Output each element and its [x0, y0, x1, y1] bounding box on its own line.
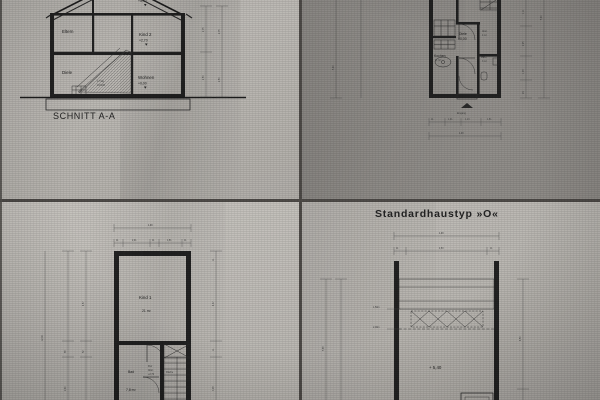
room-label-diele: Diele	[62, 70, 73, 75]
dim-roof-t1: 11	[396, 248, 399, 250]
dim-og-r1: 11	[213, 258, 215, 261]
room-area-wc: 3 m²	[482, 60, 487, 63]
panel-erdgeschoss: Eingang Kochen 11 m² Diele +0,00 Abst. 4…	[301, 0, 600, 200]
dim-roof-t3: 11	[490, 248, 493, 250]
dim-og-r4: 3,38	[213, 386, 215, 391]
room-area-kind1: 21 m²	[142, 309, 152, 313]
collage-edge-left	[0, 0, 2, 400]
room-label-abst-eg: Abst.	[482, 30, 488, 33]
dim-og-r3: 11	[213, 348, 215, 351]
dim-og-l-total: 12,00	[42, 335, 44, 341]
dim-section-r4: 2,50	[219, 77, 221, 82]
panel-upper-floor: Kind 1 21 m² Bad 7,8 m² Flur Abst. +2,70…	[0, 201, 300, 400]
room-label-diele-eg: Diele	[459, 32, 467, 36]
collage-seam-horizontal	[0, 199, 600, 202]
room-label-wc: WC	[481, 55, 487, 59]
dim-eg-left: 5,40	[333, 65, 335, 70]
panel-roof-plan: 1,50m 2,00m + 5,40 4,98 11 4,50 11	[301, 201, 600, 400]
caption-schnitt-a-a: SCHNITT A-A	[53, 111, 116, 121]
dim-og-t1: 11	[116, 240, 119, 242]
section-drawing: 17 Stg. 16,5/28 Eltern Diele Kind 2 +2,7…	[20, 0, 246, 111]
dim-roof-total-w: 4,98	[439, 233, 444, 235]
room-level-diele-eg: +0,00	[458, 37, 467, 41]
room-label-bad: Bad	[128, 370, 134, 374]
roof-height-1: 1,50m	[373, 306, 380, 309]
dim-og-r2: 4,37	[213, 301, 215, 306]
dim-eg-r3: 1,38	[523, 69, 525, 74]
drawing-title: Standardhaustyp »O«	[375, 208, 499, 220]
room-label-flur: Flur	[148, 365, 152, 368]
dim-eg-r1: 1,11	[523, 9, 525, 14]
room-label-kind1: Kind 1	[139, 295, 152, 300]
dim-og-t2: 2,01	[132, 240, 137, 242]
stair-flaeche-label: Fläche	[166, 371, 174, 374]
ground-floor-plan: Eingang Kochen 11 m² Diele +0,00 Abst. 4…	[330, 0, 550, 140]
dim-eg-b1: 11	[431, 119, 434, 121]
dim-og-t3: 11	[152, 240, 155, 242]
room-label-kind2: Kind 2	[139, 32, 152, 37]
panel-section-a-a: 17 Stg. 16,5/28 Eltern Diele Kind 2 +2,7…	[0, 0, 300, 200]
room-label-abst-og: Abst.	[148, 369, 154, 372]
roof-plan-drawing: 1,50m 2,00m + 5,40 4,98 11 4,50 11	[320, 232, 529, 400]
dim-roof-left: 5,88	[323, 346, 325, 351]
dim-roof-t2: 4,50	[439, 248, 444, 250]
dim-og-t4: 1,51	[167, 240, 172, 242]
dim-section-r1: 2,75	[203, 27, 205, 32]
dim-eg-b4: 1,51	[487, 119, 492, 121]
room-area-abst-eg: 4 m²	[482, 34, 487, 37]
dim-og-l4: 2,40	[65, 386, 67, 391]
dim-roof-r1: 4,50	[520, 336, 522, 341]
dim-section-r3: 2,75	[219, 29, 221, 34]
dim-og-t5: 11	[184, 240, 187, 242]
dim-eg-b2: 1,01	[448, 119, 453, 121]
room-area-bad: 7,8 m²	[126, 388, 136, 392]
room-label-kochen: Kochen	[434, 54, 446, 58]
dim-og-l2: 88	[65, 350, 67, 353]
room-area-kochen: 11 m²	[435, 59, 441, 62]
dim-og-total-w: 4,98	[148, 225, 153, 227]
dim-eg-total-h: 5,40	[541, 15, 543, 20]
dim-og-l3: 52	[83, 350, 85, 353]
stair-note-line2: 16,5/28	[97, 84, 106, 87]
room-level-flur: +2,70	[148, 373, 155, 376]
dim-eg-b3: 1,13	[465, 119, 470, 121]
dim-section-r2: 2,50	[203, 75, 205, 80]
room-level-kind2: +2,70	[139, 39, 148, 43]
upper-floor-plan: Kind 1 21 m² Bad 7,8 m² Flur Abst. +2,70…	[42, 224, 222, 400]
dim-og-l1: 4,57	[83, 301, 85, 306]
room-label-eltern: Eltern	[62, 29, 74, 34]
stair-note-line1: 17 Stg.	[97, 80, 105, 83]
room-label-wohnen: Wohnen	[138, 75, 155, 80]
dim-eg-r4: 24	[523, 91, 525, 94]
entrance-label: Eingang	[457, 112, 466, 115]
level-marker-540: +5,40	[138, 0, 147, 3]
room-level-wohnen: +0,00	[138, 82, 147, 86]
dim-eg-width: 4,98	[459, 133, 464, 135]
dim-eg-r2: 2,25	[523, 41, 525, 46]
roof-height-2: 2,00m	[373, 326, 380, 329]
roof-level-label: + 5,40	[429, 365, 442, 370]
